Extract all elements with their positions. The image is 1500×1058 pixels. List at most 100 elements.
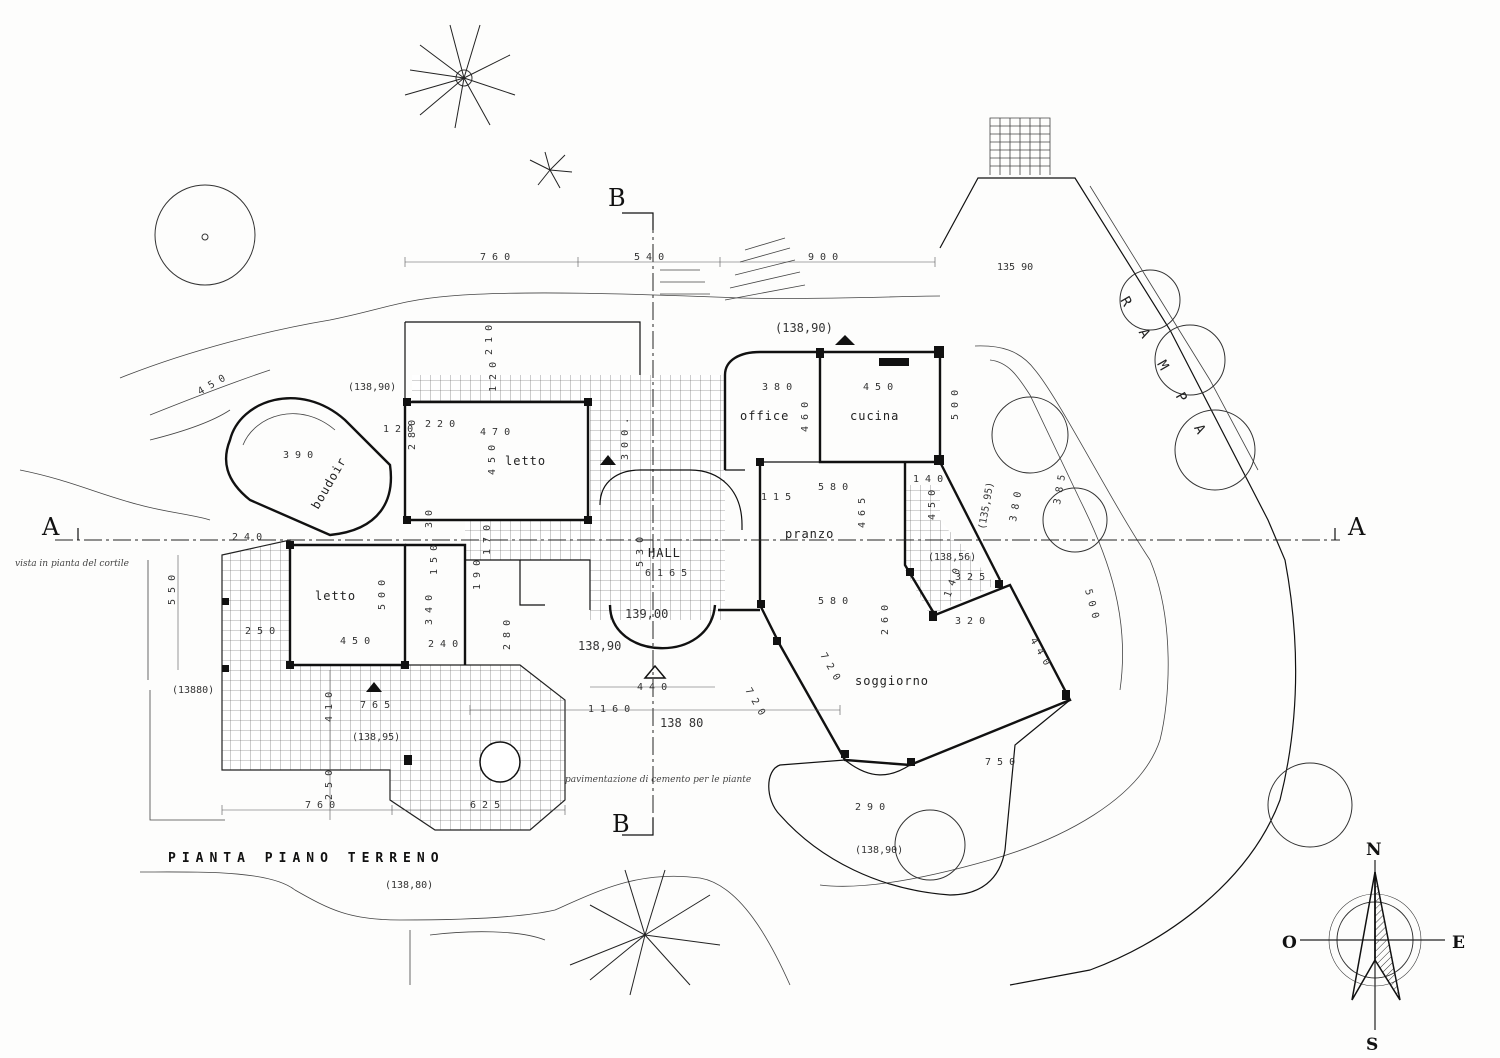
dim-760-top: 7 6 0: [480, 252, 510, 263]
dim-290: 2 9 0: [855, 802, 885, 813]
north-portico: [412, 375, 590, 402]
dim-340: 3 4 0: [424, 595, 435, 625]
shrub-icon: [529, 151, 573, 189]
dim-440-hall: 4 4 0: [637, 682, 667, 693]
drawing-title: PIANTA PIANO TERRENO: [168, 851, 445, 866]
garden-vegetation: [154, 24, 1353, 996]
note-right: pavimentazione di cemento per le piante: [565, 775, 751, 785]
section-marker-b-bottom: B: [612, 810, 630, 838]
dim-625: 6 2 5: [470, 800, 500, 811]
level-13880-left: (13880): [172, 685, 214, 696]
tree-canopy-icon: [1267, 762, 1353, 848]
dim-540: 5 4 0: [634, 252, 664, 263]
room-label-soggiorno: soggiorno: [855, 674, 929, 688]
entrance-arrow-icon: [643, 664, 667, 679]
dim-550: 5 5 0: [167, 575, 178, 605]
tree-canopy-icon: [1119, 269, 1181, 331]
dim-410: 4 1 0: [324, 692, 335, 722]
dim-120-a: 1 2 0: [488, 362, 499, 392]
dim-470: 4 7 0: [480, 427, 510, 438]
dim-900: 9 0 0: [808, 252, 838, 263]
level-138-90-bottom: (138,90): [855, 845, 903, 856]
compass-north-label: N: [1366, 840, 1382, 860]
dim-465: 4 6 5: [857, 498, 868, 528]
room-label-letto-top: letto: [505, 454, 546, 468]
dim-170: 1 7 0: [482, 525, 493, 555]
dim-140: 1 4 0: [913, 474, 943, 485]
dim-240-b: 2 4 0: [428, 639, 458, 650]
dim-220: 2 2 0: [425, 419, 455, 430]
dim-6165: 6 1 6 5: [645, 568, 687, 579]
dim-450-right: 4 5 0: [927, 490, 938, 520]
stair-arrow-icon: [600, 455, 616, 465]
dim-300: 3 0 0 .: [620, 418, 631, 460]
level-138-90-left: (138,90): [348, 382, 396, 393]
dim-120-b: 1 2 0: [383, 424, 413, 435]
level-138-56: (138,56): [928, 552, 976, 563]
compass-south-label: S: [1366, 1035, 1378, 1055]
dim-260: 2 6 0: [880, 605, 891, 635]
planter-circle: [479, 741, 521, 783]
dim-440-sog: 4 4 0: [1027, 636, 1052, 668]
dim-760-bottom: 7 6 0: [305, 800, 335, 811]
tree-canopy-icon: [894, 809, 966, 881]
level-138-95: (138,95): [352, 732, 400, 743]
terraces: [221, 375, 995, 831]
level-139-00: 139,00: [625, 607, 668, 621]
walls: [224, 321, 1072, 896]
level-138-90-top: (138,90): [775, 321, 833, 335]
level-138-90-entry: 138,90: [578, 639, 621, 653]
dim-460: 4 6 0: [800, 402, 811, 432]
dim-765: 7 6 5: [360, 700, 390, 711]
dim-240-a: 2 4 0: [232, 532, 262, 543]
site-boundary: [19, 292, 941, 986]
compass-east-label: E: [1452, 933, 1465, 953]
kitchen-arrow-icon: [835, 335, 855, 345]
dim-150: 1 5 0: [429, 545, 440, 575]
terrace-arrow-icon: [366, 682, 382, 692]
pillars: [222, 346, 1070, 766]
compass-rose-icon: [1300, 860, 1445, 1030]
tree-canopy-icon: [1174, 409, 1256, 491]
stairs: [660, 237, 806, 301]
dim-30: 3 0: [424, 510, 435, 528]
level-135-95: (135,95): [977, 481, 996, 530]
tree-canopy-icon: [154, 184, 256, 286]
room-label-cucina: cucina: [850, 409, 899, 423]
room-label-hall: HALL: [648, 546, 681, 560]
hall-floor: [590, 375, 725, 620]
dim-500-letto: 5 0 0: [377, 580, 388, 610]
dim-280-b: 2 8 0: [502, 620, 513, 650]
ramp-label: R A M P A: [1117, 294, 1214, 446]
section-marker-b-top: B: [608, 184, 626, 212]
dim-280-a: 2 8 0: [407, 420, 418, 450]
dim-320: 3 2 0: [955, 616, 985, 627]
dim-500-sog: 5 0 0: [1082, 588, 1100, 620]
dim-390: 3 9 0: [283, 450, 313, 461]
dim-450-cucina: 4 5 0: [863, 382, 893, 393]
room-label-letto-left: letto: [315, 589, 356, 603]
dim-250-terrace: 2 5 0: [324, 770, 335, 800]
ramp: [819, 117, 1297, 986]
room-label-boudoir: boudoir: [308, 455, 349, 512]
dim-720-a: 7 2 0: [817, 651, 842, 683]
south-terrace: [221, 539, 566, 831]
dim-250-letto: 2 5 0: [245, 626, 275, 637]
kitchen-counter: [879, 358, 909, 366]
section-marker-a-left: A: [41, 513, 60, 541]
dim-580-sog: 5 8 0: [818, 596, 848, 607]
dim-530: 5 3 0: [635, 537, 646, 567]
tree-canopy-icon: [1154, 324, 1226, 396]
dim-750: 7 5 0: [985, 757, 1015, 768]
note-left: vista in pianta del cortile: [15, 559, 129, 569]
dim-720-b: 7 2 0: [742, 686, 767, 718]
level-138-80-road: 138 80: [660, 716, 703, 730]
dim-385: 3 8 5: [1052, 474, 1068, 506]
dim-325: 3 2 5: [955, 572, 985, 583]
dim-580-pranzo: 5 8 0: [818, 482, 848, 493]
compass-west-label: O: [1282, 933, 1297, 953]
tree-canopy-icon: [991, 396, 1069, 474]
dim-450-garden: 4 5 0: [196, 373, 228, 398]
dim-115: 1 1 5: [761, 492, 791, 503]
